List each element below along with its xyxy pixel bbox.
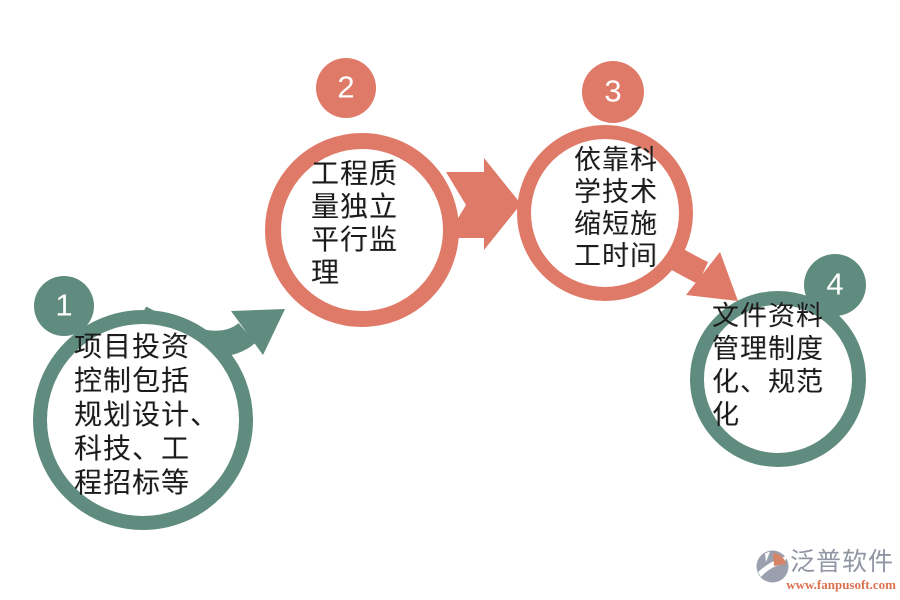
step2-label: 工程质 量独立 平行监 理: [311, 159, 399, 289]
arrow-step2-to-step3: [446, 158, 521, 250]
step3-label: 依靠科 学技术 缩短施 工时间: [574, 145, 658, 271]
step2-number: 2: [337, 69, 355, 105]
step3-badge: [582, 61, 644, 123]
watermark-url: www.fanpusoft.com: [786, 577, 896, 592]
step1-badge: [34, 276, 94, 336]
step3-circle: [517, 125, 693, 301]
step2-circle: [265, 133, 459, 327]
step2-badge: [316, 58, 376, 118]
step4-number: 4: [826, 266, 844, 302]
arrow-step3-to-step4-head: [686, 252, 738, 301]
watermark-logo-icon: [756, 550, 789, 583]
watermark-brand: 泛普软件: [790, 549, 895, 576]
step4-label: 文件资料 管理制度 化、规范 化: [712, 301, 824, 430]
step4-circle: [690, 291, 866, 467]
step1-number: 1: [55, 287, 73, 323]
step4-badge: [804, 254, 866, 316]
arrow-step1-to-step2-head: [231, 309, 285, 355]
step1-circle: [33, 310, 253, 530]
step1-label: 项目投资 控制包括 规划设计、 科技、工 程招标等: [74, 332, 220, 499]
step3-number: 3: [604, 73, 622, 109]
